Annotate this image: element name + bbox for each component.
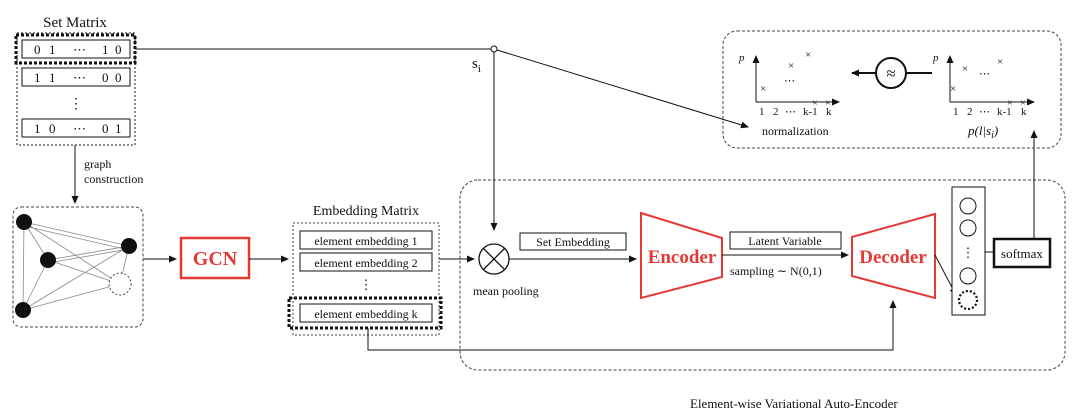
set-matrix-cell: 0 (115, 42, 122, 57)
latent-variable-label: Latent Variable (748, 234, 821, 248)
output-unit (959, 219, 977, 237)
prob-plot-tick-label: k (1021, 106, 1027, 118)
decoder-shape (851, 212, 936, 300)
set-matrix-cell: 0 (34, 42, 41, 57)
approx-symbol: ≈ (886, 64, 895, 83)
embedding-row-2 (299, 252, 433, 272)
norm-plot-marker: × (788, 60, 794, 72)
mean-pooling-label: mean pooling (473, 284, 539, 298)
graph-node (121, 238, 137, 254)
embedding-matrix-container (292, 222, 440, 336)
output-vdots: ⋮ (962, 245, 975, 260)
set-matrix-cell: 1 (34, 70, 41, 85)
prob-plot-tick-label: k-1 (997, 106, 1012, 118)
softmax-label: softmax (1001, 246, 1043, 261)
set-matrix-row-3 (21, 118, 131, 138)
prob-plot-dots: ⋯ (979, 68, 990, 80)
graph-node-empty (108, 272, 132, 296)
graph-edges (22, 221, 130, 311)
embedding-row-highlight (287, 296, 443, 330)
set-matrix-container (16, 32, 136, 146)
graph-node (16, 214, 32, 230)
norm-plot-marker: × (760, 83, 766, 95)
distribution-region (722, 30, 1062, 149)
set-embedding-box (519, 232, 627, 251)
output-unit-highlight (957, 289, 979, 311)
prob-plot-tick-label: 1 (953, 106, 959, 118)
graph-node (15, 302, 31, 318)
set-matrix-vdots: ⋮ (69, 97, 83, 112)
norm-plot-dots: ⋯ (784, 75, 795, 87)
vae-caption: Element-wise Variational Auto-Encoder (690, 396, 898, 411)
embedding-matrix-title: Embedding Matrix (313, 204, 419, 219)
p-l-si-label: p(l|si) (967, 123, 998, 141)
embedding-k-to-decoder-arrow (367, 300, 897, 351)
set-embedding-label: Set Embedding (536, 235, 610, 249)
set-matrix-cell: 0 (115, 70, 122, 85)
set-matrix-cell: ⋯ (73, 42, 86, 57)
set-matrix-cell: ⋯ (73, 70, 86, 85)
latent-variable-box (729, 231, 842, 250)
set-matrix-cell: 0 (102, 121, 109, 136)
graph-construction-label: graph (84, 157, 111, 171)
graph-container (12, 206, 144, 328)
norm-plot-tick-label: 2 (773, 106, 779, 118)
embedding-row-k (299, 303, 433, 323)
softmax-box (992, 237, 1052, 269)
norm-plot-tick-label: ⋯ (785, 106, 796, 118)
embedding-row-label: element embedding 1 (314, 234, 417, 248)
norm-plot-marker: × (825, 98, 831, 109)
prob-plot-marker: × (1007, 98, 1013, 109)
set-matrix-cell: 0 (102, 70, 109, 85)
normalization-label: normalization (762, 124, 829, 138)
set-matrix-cell: 1 (102, 42, 109, 57)
graph-node (40, 252, 56, 268)
set-matrix-cell: 1 (49, 42, 56, 57)
mean-pooling-cross (482, 247, 506, 271)
output-unit (959, 267, 977, 285)
set-matrix-row-1 (21, 39, 131, 59)
norm-plot-tick-label: k (826, 106, 832, 118)
gcn-label: GCN (193, 248, 238, 270)
set-matrix-title: Set Matrix (43, 15, 107, 31)
prob-plot-marker: × (997, 56, 1003, 68)
si-label: si (472, 56, 481, 75)
encoder-label: Encoder (648, 247, 717, 268)
prob-plot-marker: × (950, 83, 956, 95)
set-matrix-cell: 1 (115, 121, 122, 136)
prob-plot-marker: × (962, 63, 968, 75)
output-unit (959, 197, 977, 215)
embedding-row-label: element embedding 2 (314, 256, 417, 270)
embedding-row-1 (299, 230, 433, 250)
graph-construction-label: construction (84, 172, 143, 186)
prob-plot-marker: × (1020, 98, 1026, 109)
set-matrix-cell: 0 (49, 121, 56, 136)
set-matrix-row-2 (21, 67, 131, 87)
norm-plot-marker: × (805, 49, 811, 61)
norm-plot-marker: × (812, 98, 818, 109)
norm-plot-tick-label: k-1 (803, 106, 818, 118)
gcn-box (179, 236, 251, 280)
decoder-label: Decoder (859, 247, 927, 268)
embedding-row-label: element embedding k (314, 307, 417, 321)
sampling-label: sampling ∼ N(0,1) (730, 264, 822, 278)
set-matrix-cell: 1 (49, 70, 56, 85)
si-to-normalization-arrow (496, 49, 749, 129)
set-matrix-cell: ⋯ (73, 121, 86, 136)
set-matrix-cell: 1 (34, 121, 41, 136)
prob-plot-tick-label: 2 (967, 106, 973, 118)
norm-plot-y-label: p (738, 52, 745, 64)
encoder-shape (640, 211, 723, 300)
norm-plot-tick-label: 1 (759, 106, 765, 118)
embedding-vdots: ⋮ (360, 277, 373, 292)
prob-plot-tick-label: ⋯ (979, 106, 990, 118)
prob-plot-y-label: p (932, 52, 939, 64)
si-junction (490, 45, 498, 53)
